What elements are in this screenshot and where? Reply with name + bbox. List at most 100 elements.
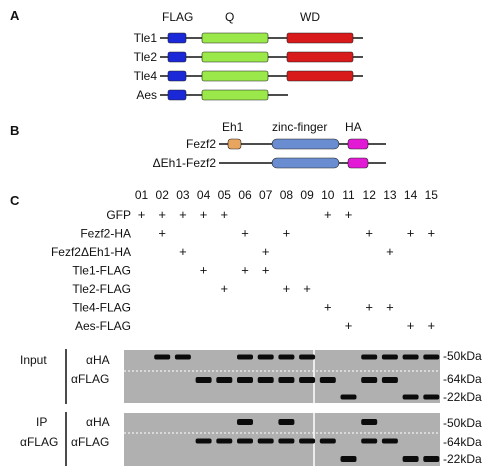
ip-antibody-label: αFLAG — [20, 435, 58, 449]
wd-domain-tle4 — [286, 70, 354, 82]
input-blot-bands — [154, 354, 440, 400]
input-ha-band-lane-8 — [278, 354, 295, 360]
input-marker-50kda: -50kDa — [443, 349, 482, 363]
q-domain-tle1 — [201, 32, 269, 44]
plus-mark-tle1-flag-lane-6: + — [241, 263, 249, 278]
panel-c-label: C — [10, 193, 20, 208]
plus-mark-gfp-lane-3: + — [179, 207, 187, 222]
plus-mark-fezf2-eh1-ha-lane-7: + — [262, 244, 270, 259]
input-ha-band-lane-9 — [299, 354, 316, 360]
lane-number-02: 02 — [156, 188, 170, 202]
input-marker-64kda: -64kDa — [443, 372, 482, 386]
ip-ha-antibody-label: αHA — [86, 415, 110, 429]
condition-label-gfp: GFP — [106, 208, 131, 222]
plus-mark-gfp-lane-11: + — [345, 207, 353, 222]
ip-flag-band-64kda-lane-7 — [257, 438, 274, 444]
input-flag-band-64kda-lane-5 — [216, 377, 233, 383]
plus-mark-fezf2-ha-lane-8: + — [283, 226, 291, 241]
plus-mark-fezf2-ha-lane-14: + — [407, 226, 415, 241]
input-ha-band-lane-13 — [381, 354, 398, 360]
lane-number-10: 10 — [321, 188, 335, 202]
zinc-finger-domain-delta-eh1-fezf2 — [271, 157, 340, 169]
eh1-domain-header: Eh1 — [222, 120, 244, 134]
input-ha-band-lane-15 — [423, 354, 440, 360]
input-flag-band-64kda-lane-6 — [237, 377, 253, 383]
ip-flag-band-64kda-lane-9 — [299, 438, 316, 444]
ip-blot-bands — [195, 419, 440, 462]
plus-mark-gfp-lane-5: + — [221, 207, 229, 222]
q-domain-tle4 — [201, 70, 269, 82]
protein-label-tle4: Tle4 — [134, 69, 158, 83]
plus-mark-fezf2-eh1-ha-lane-13: + — [386, 244, 394, 259]
plus-mark-gfp-lane-10: + — [324, 207, 332, 222]
input-flag-band-64kda-lane-10 — [319, 377, 336, 383]
lane-number-09: 09 — [300, 188, 314, 202]
plus-mark-tle2-flag-lane-9: + — [303, 281, 311, 296]
input-flag-band-22kda-lane-15 — [423, 394, 440, 400]
wd-domain-tle2 — [286, 51, 354, 63]
input-flag-band-64kda-lane-9 — [299, 377, 316, 383]
input-ha-band-lane-14 — [402, 354, 419, 360]
ip-flag-band-64kda-lane-8 — [278, 438, 295, 444]
lane-number-13: 13 — [383, 188, 397, 202]
ip-marker-50kda: -50kDa — [443, 416, 482, 430]
input-flag-band-22kda-lane-11 — [340, 394, 357, 400]
plus-mark-gfp-lane-4: + — [200, 207, 208, 222]
wd-domain-header: WD — [300, 10, 320, 24]
ip-flag-band-64kda-lane-12 — [361, 438, 378, 444]
condition-label-fezf2-ha: Fezf2-HA — [80, 227, 131, 241]
panel-b-domain-diagrams: Fezf2ΔEh1-Fezf2 — [153, 137, 386, 170]
flag-domain-tle1 — [167, 32, 187, 44]
condition-label-tle2-flag: Tle2-FLAG — [72, 282, 131, 296]
plus-mark-fezf2-ha-lane-15: + — [428, 226, 436, 241]
ip-flag-band-64kda-lane-4 — [195, 438, 212, 444]
zinc-finger-domain-fezf2 — [271, 138, 340, 150]
ha-domain-header: HA — [345, 120, 362, 134]
plus-mark-fezf2-ha-lane-12: + — [365, 226, 373, 241]
protein-label-delta-eh1-fezf2: ΔEh1-Fezf2 — [153, 156, 217, 170]
input-flag-band-64kda-lane-13 — [381, 377, 398, 383]
condition-label-fezf2-eh1-ha: Fezf2ΔEh1-HA — [51, 245, 131, 259]
ip-flag-band-64kda-lane-6 — [237, 438, 253, 444]
ip-marker-64kda: -64kDa — [443, 435, 482, 449]
lane-number-14: 14 — [404, 188, 418, 202]
input-flag-band-64kda-lane-4 — [195, 377, 212, 383]
ha-domain-delta-eh1-fezf2 — [347, 157, 369, 169]
lane-number-04: 04 — [197, 188, 211, 202]
ip-label: IP — [36, 415, 47, 429]
wd-domain-tle1 — [286, 32, 354, 44]
condition-label-tle4-flag: Tle4-FLAG — [72, 301, 131, 315]
ip-flag-band-22kda-lane-14 — [402, 456, 419, 462]
plus-mark-fezf2-ha-lane-6: + — [241, 226, 249, 241]
protein-label-tle1: Tle1 — [134, 31, 158, 45]
ip-ha-band-lane-6 — [237, 419, 253, 425]
ip-ha-band-lane-12 — [361, 419, 378, 425]
plus-mark-tle4-flag-lane-12: + — [365, 300, 373, 315]
panel-a-label: A — [10, 8, 20, 23]
transfection-condition-table: GFP + + + + + + + Fezf2-HA + + + + + + Fezf2ΔEh1-HA + + + T… — [51, 207, 435, 333]
plus-mark-gfp-lane-2: + — [158, 207, 166, 222]
plus-mark-tle2-flag-lane-5: + — [221, 281, 229, 296]
q-domain-aes — [201, 89, 269, 101]
protein-label-fezf2: Fezf2 — [186, 137, 216, 151]
ip-flag-band-22kda-lane-11 — [340, 456, 357, 462]
ip-flag-antibody-label: αFLAG — [71, 435, 109, 449]
input-ha-band-lane-12 — [361, 354, 378, 360]
protein-label-tle2: Tle2 — [134, 50, 158, 64]
input-flag-antibody-label: αFLAG — [71, 372, 109, 386]
ip-ha-band-lane-8 — [278, 419, 295, 425]
eh1-domain-fezf2 — [227, 138, 242, 150]
plus-mark-tle1-flag-lane-7: + — [262, 263, 270, 278]
ip-flag-band-64kda-lane-5 — [216, 438, 233, 444]
lane-number-11: 11 — [342, 188, 355, 202]
zinc-finger-domain-header: zinc-finger — [272, 120, 327, 134]
plus-mark-fezf2-ha-lane-2: + — [158, 226, 166, 241]
input-ha-band-lane-6 — [237, 354, 253, 360]
input-ha-band-lane-2 — [154, 354, 171, 360]
q-domain-tle2 — [201, 51, 269, 63]
panel-b-label: B — [10, 123, 19, 138]
plus-mark-tle2-flag-lane-8: + — [283, 281, 291, 296]
lane-number-05: 05 — [218, 188, 232, 202]
